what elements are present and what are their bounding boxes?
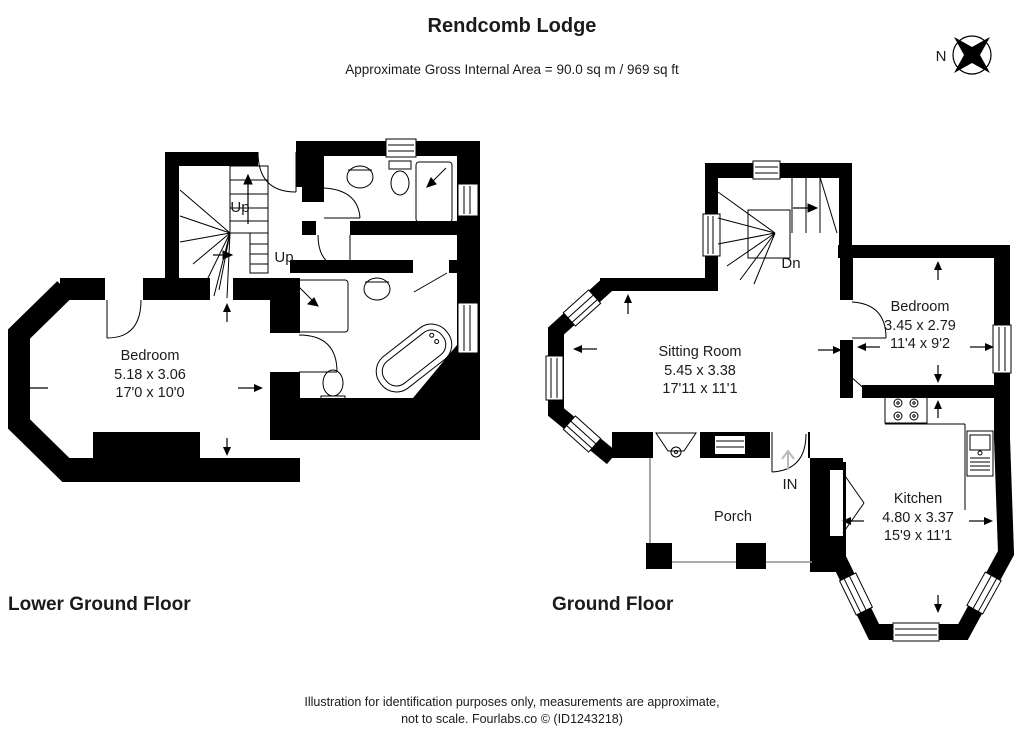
footer-line1: Illustration for identification purposes… <box>304 695 719 709</box>
window <box>752 160 781 180</box>
fireplace-fixture <box>655 432 697 458</box>
compass-rose-icon: N <box>936 35 992 75</box>
footer: Illustration for identification purposes… <box>304 695 719 726</box>
door <box>298 334 338 373</box>
gf-bedroom-imperial: 11'4 x 9'2 <box>890 336 950 352</box>
entrance-door <box>771 432 807 473</box>
gf-sitting-imperial: 17'11 x 11'1 <box>662 381 737 397</box>
lgf-bedroom-metric: 5.18 x 3.06 <box>114 367 186 383</box>
window <box>966 571 1002 615</box>
french-doors <box>842 472 865 534</box>
lgf-wall-openings <box>105 221 449 372</box>
lgf-up2-label: Up <box>274 249 293 266</box>
ground-floor-plan: Dn Sitting Room 5.45 x 3.38 17'11 x 11'1… <box>545 160 1015 642</box>
lgf-dimension-arrows <box>15 303 263 456</box>
gf-windows <box>545 160 1012 642</box>
gf-floor-title: Ground Floor <box>552 594 674 615</box>
hob-fixture <box>884 393 928 424</box>
gf-kitchen-metric: 4.80 x 3.37 <box>882 510 954 526</box>
gf-porch <box>646 458 812 569</box>
shower-fixture <box>415 161 453 223</box>
door-ajar <box>413 272 448 293</box>
window <box>385 138 417 158</box>
gf-sitting-metric: 5.45 x 3.38 <box>664 363 736 379</box>
gf-stairs <box>717 176 838 285</box>
door <box>851 301 887 339</box>
gf-in-label: IN <box>783 476 798 493</box>
gf-fixtures <box>655 393 994 510</box>
lgf-bedroom-label: Bedroom <box>121 348 180 364</box>
compass-north-label: N <box>936 48 947 65</box>
header: Rendcomb Lodge Approximate Gross Interna… <box>345 15 679 77</box>
page-title: Rendcomb Lodge <box>428 15 597 37</box>
lgf-fixtures <box>291 160 453 405</box>
window <box>457 302 479 354</box>
window <box>992 324 1012 374</box>
window <box>457 183 479 217</box>
lgf-bedroom-imperial: 17'0 x 10'0 <box>115 385 184 401</box>
sink-fixture <box>346 165 374 189</box>
gf-doors <box>771 301 887 534</box>
window <box>562 289 602 327</box>
gf-porch-label: Porch <box>714 509 752 525</box>
porch-post <box>736 543 766 569</box>
lower-ground-floor-plan: Bedroom 5.18 x 3.06 17'0 x 10'0 Up Up Lo… <box>8 138 480 615</box>
lgf-doors <box>106 151 448 373</box>
counter <box>885 423 966 510</box>
bathtub-fixture <box>375 323 453 393</box>
gf-kitchen-label: Kitchen <box>894 491 942 507</box>
kitchen-sink-fixture <box>966 430 994 477</box>
window <box>545 355 564 401</box>
footer-line2: not to scale. Fourlabs.co © (ID1243218) <box>401 712 623 726</box>
lgf-stairs <box>179 165 269 299</box>
lgf-up1-label: Up <box>230 199 249 216</box>
door <box>323 187 361 219</box>
toilet-fixture <box>388 160 412 196</box>
shower-fixture <box>291 279 349 333</box>
window <box>892 622 940 642</box>
gf-sitting-label: Sitting Room <box>658 344 741 360</box>
window <box>838 572 874 616</box>
window <box>562 415 602 453</box>
gf-bedroom-label: Bedroom <box>891 299 950 315</box>
door <box>106 299 142 339</box>
lgf-floor-title: Lower Ground Floor <box>8 594 191 615</box>
entrance-arrow-icon <box>781 449 795 470</box>
lgf-windows <box>385 138 479 354</box>
door <box>317 234 351 270</box>
lgf-walls <box>8 141 480 482</box>
gf-bedroom-metric: 3.45 x 2.79 <box>884 318 956 334</box>
page-subtitle: Approximate Gross Internal Area = 90.0 s… <box>345 62 679 77</box>
window <box>702 213 721 257</box>
gf-dimension-arrows <box>573 261 994 613</box>
porch-post <box>646 543 672 569</box>
toilet-fixture <box>320 369 346 405</box>
sink-fixture <box>363 277 391 301</box>
gf-dn-label: Dn <box>781 255 800 272</box>
gf-kitchen-imperial: 15'9 x 11'1 <box>884 528 952 544</box>
door-ajar <box>847 373 871 395</box>
